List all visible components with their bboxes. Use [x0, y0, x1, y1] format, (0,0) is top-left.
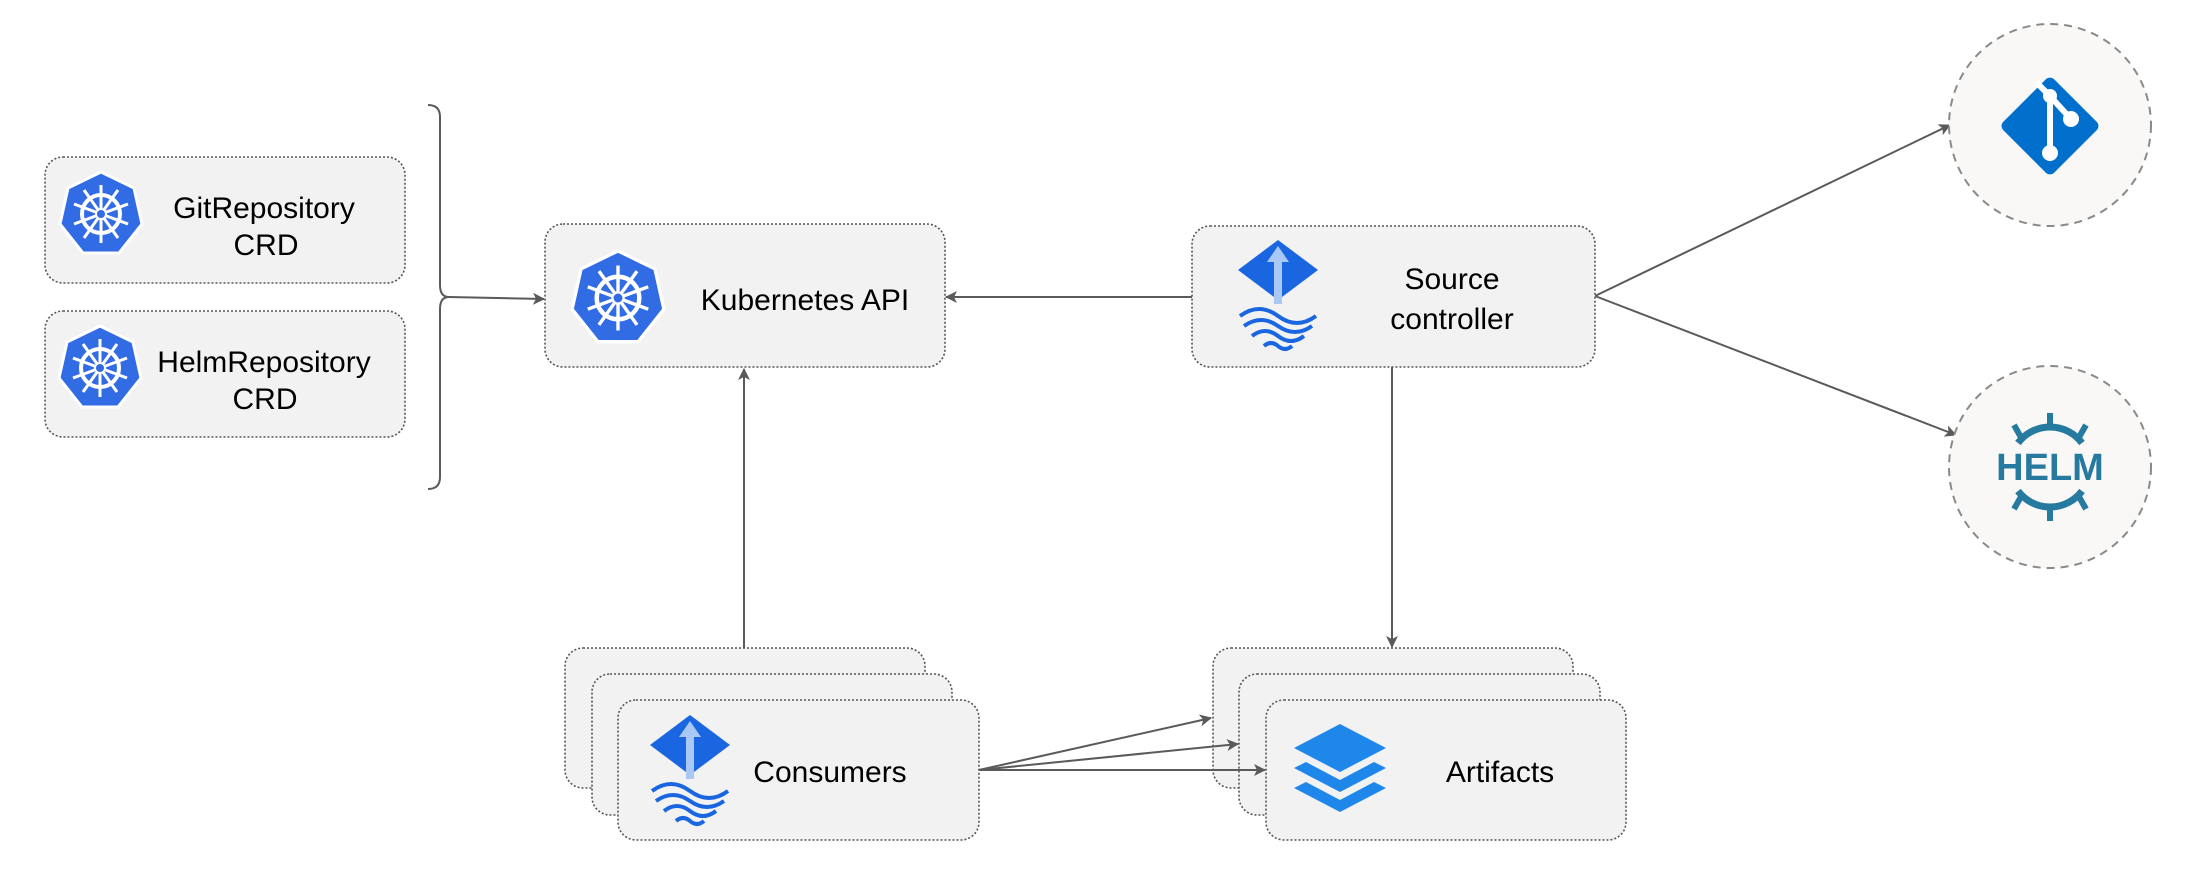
node-label: Source	[1404, 263, 1499, 296]
node-helm[interactable]: HELM	[1948, 365, 2152, 569]
node-helm-repository-crd[interactable]: HelmRepository CRD	[44, 310, 406, 438]
node-label: CRD	[234, 229, 299, 262]
node-source-controller[interactable]: Source controller	[1191, 225, 1596, 368]
node-label: HelmRepository	[157, 346, 370, 379]
node-kubernetes-api[interactable]: Kubernetes API	[544, 223, 946, 368]
node-consumers[interactable]: Consumers	[564, 647, 980, 841]
node-label: CRD	[233, 383, 298, 416]
brace	[427, 104, 450, 490]
helm-logo-text: HELM	[1996, 447, 2104, 489]
node-label: Kubernetes API	[701, 284, 909, 317]
node-artifacts[interactable]: Artifacts	[1212, 647, 1627, 841]
edge-consumers-to-artifacts	[978, 739, 1239, 771]
edge-crds-to-kubernetes-api	[448, 292, 545, 305]
edge-consumers-to-artifacts	[978, 714, 1212, 771]
node-git[interactable]	[1948, 23, 2152, 227]
git-icon	[2001, 77, 2099, 175]
edge-source-controller-to-helm	[1594, 295, 1957, 437]
node-git-repository-crd[interactable]: GitRepository CRD	[44, 156, 406, 284]
node-label: GitRepository	[173, 192, 355, 225]
helm-icon: HELM	[1996, 413, 2104, 521]
node-label: Artifacts	[1446, 756, 1554, 789]
node-label: controller	[1390, 303, 1513, 336]
node-label: Consumers	[753, 756, 906, 789]
edge-source-controller-to-git	[1594, 124, 1951, 297]
